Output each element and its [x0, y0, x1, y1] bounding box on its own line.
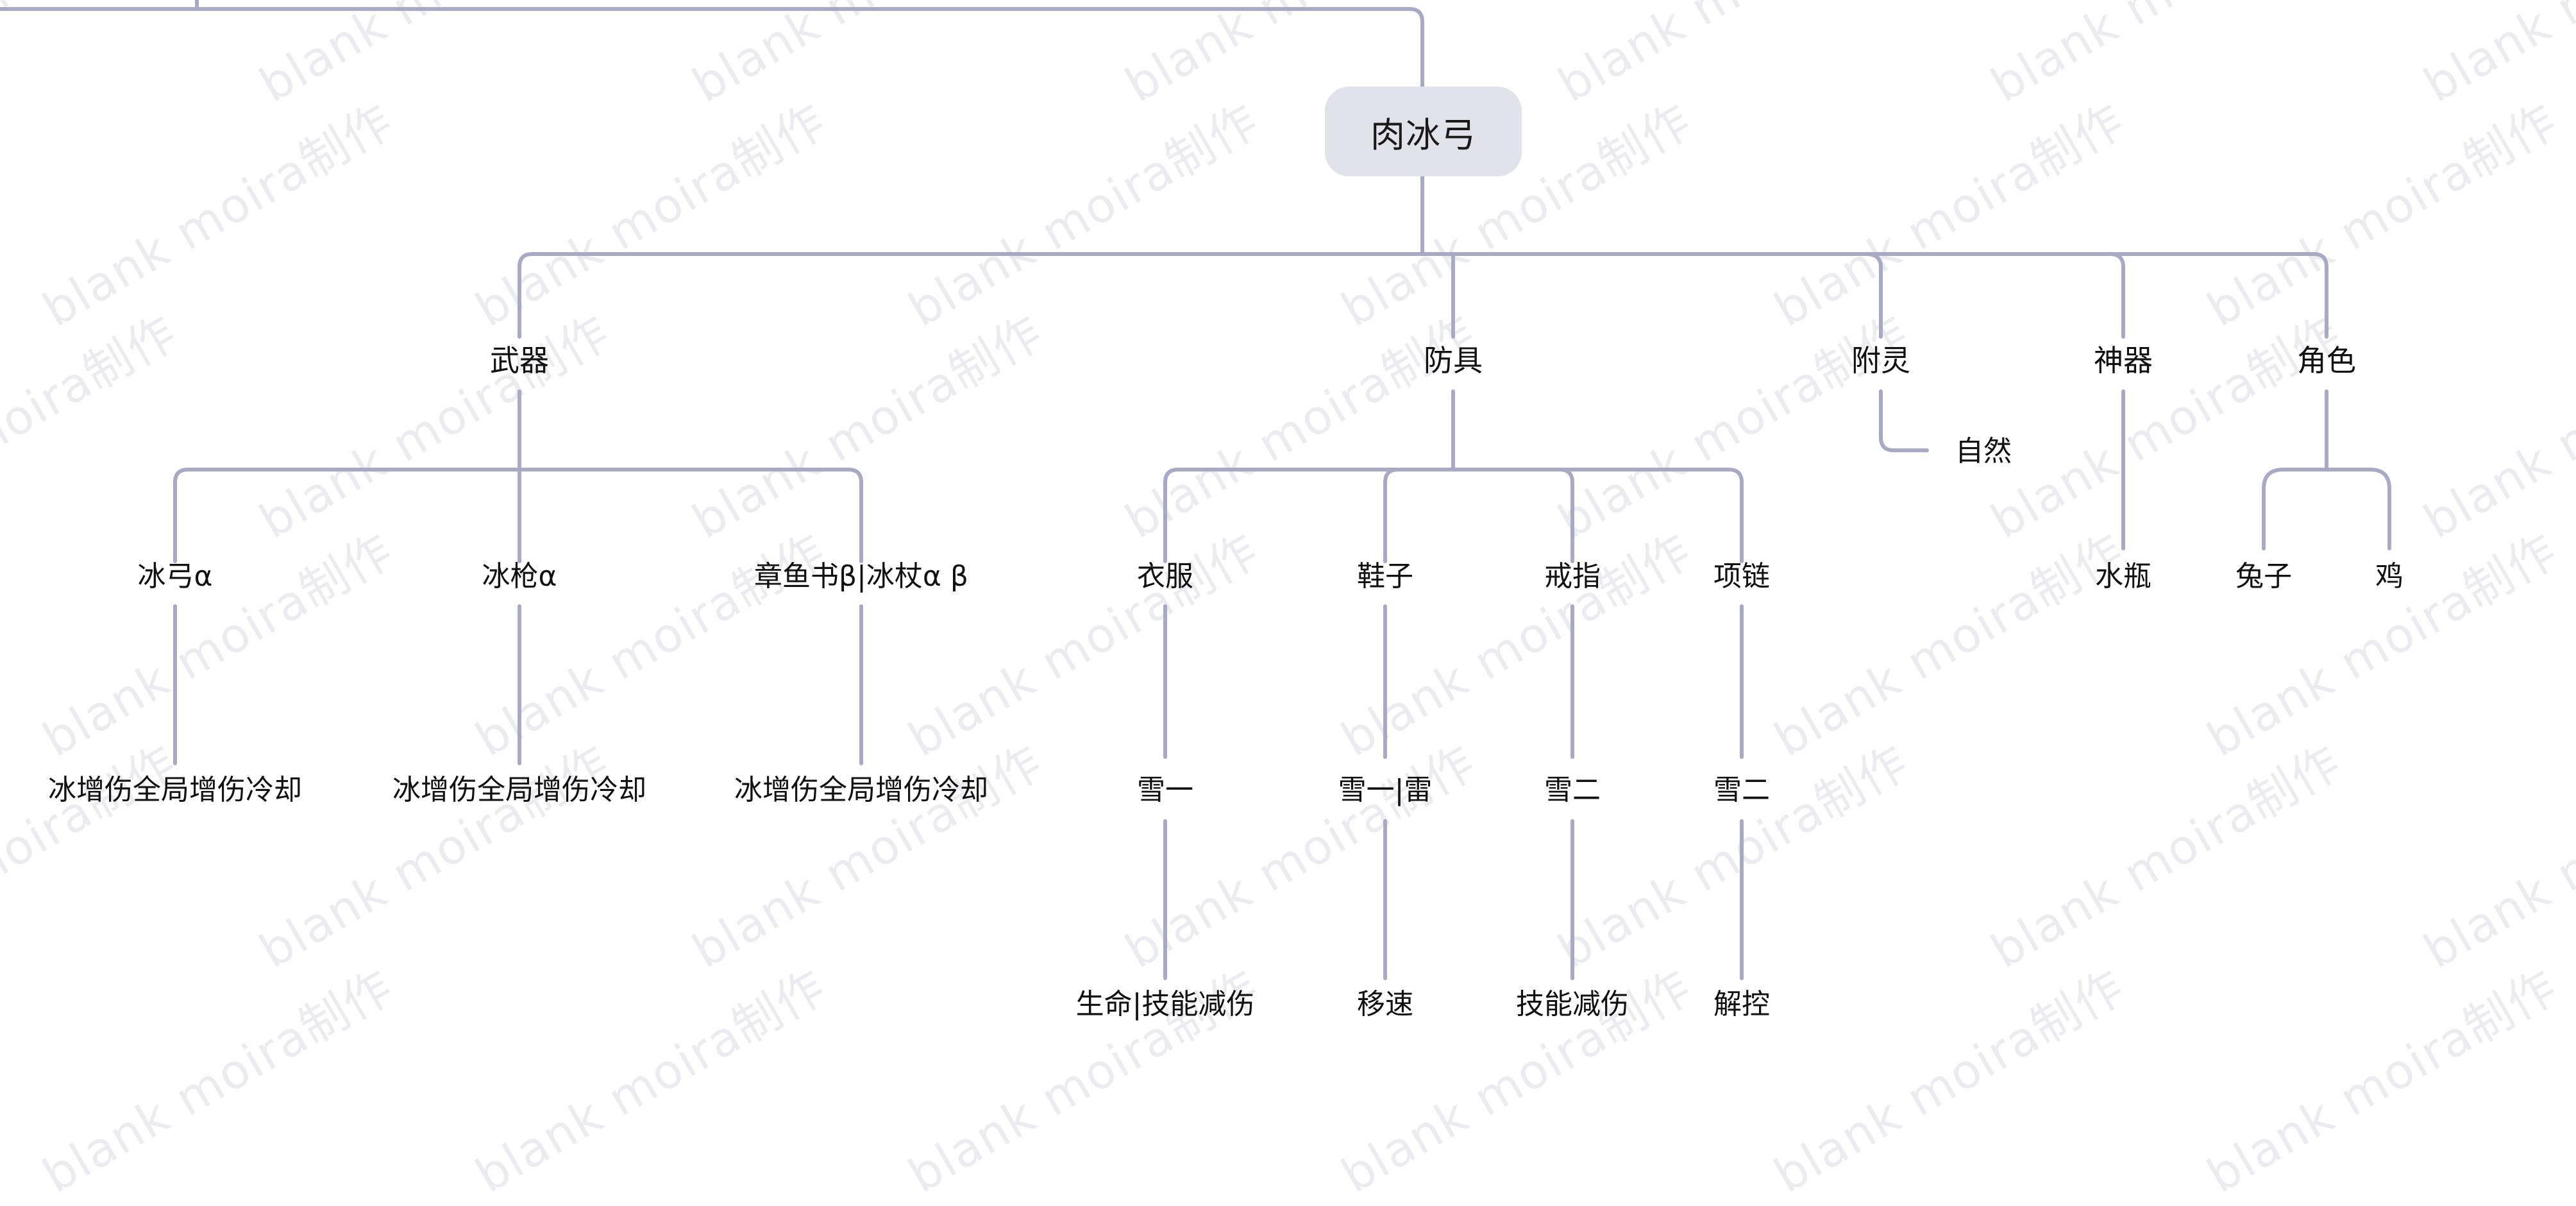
- armor-necklace[interactable]: 项链: [1713, 560, 1770, 593]
- armor-clothes-stat[interactable]: 生命|技能减伤: [1075, 988, 1255, 1021]
- armor-shoes-set[interactable]: 雪一|雷: [1338, 774, 1433, 806]
- weapon-ice-spear-stats[interactable]: 冰增伤全局增伤冷却: [392, 774, 646, 806]
- root-node[interactable]: 肉冰弓: [1325, 87, 1522, 176]
- weapon-octopus-book-stats[interactable]: 冰增伤全局增伤冷却: [734, 774, 988, 806]
- branch-weapon[interactable]: 武器: [490, 343, 549, 378]
- armor-ring-stat[interactable]: 技能减伤: [1516, 988, 1629, 1021]
- armor-ring[interactable]: 戒指: [1544, 560, 1601, 593]
- armor-clothes[interactable]: 衣服: [1137, 560, 1193, 593]
- branch-enchant[interactable]: 附灵: [1851, 343, 1910, 378]
- branch-character[interactable]: 角色: [2297, 343, 2356, 378]
- armor-shoes[interactable]: 鞋子: [1357, 560, 1413, 593]
- enchant-nature[interactable]: 自然: [1955, 435, 2012, 468]
- character-chicken[interactable]: 鸡: [2375, 560, 2403, 593]
- character-rabbit[interactable]: 兔子: [2235, 560, 2292, 593]
- armor-necklace-stat[interactable]: 解控: [1713, 988, 1770, 1021]
- armor-shoes-stat[interactable]: 移速: [1357, 988, 1413, 1021]
- armor-necklace-set[interactable]: 雪二: [1713, 774, 1770, 806]
- weapon-ice-bow-stats[interactable]: 冰增伤全局增伤冷却: [48, 774, 302, 806]
- branch-artifact[interactable]: 神器: [2094, 343, 2153, 378]
- connector-lines: [0, 0, 2391, 980]
- armor-ring-set[interactable]: 雪二: [1544, 774, 1601, 806]
- artifact-water-bottle[interactable]: 水瓶: [2095, 560, 2151, 593]
- weapon-ice-bow[interactable]: 冰弓α: [137, 560, 213, 593]
- armor-clothes-set[interactable]: 雪一: [1137, 774, 1193, 806]
- root-node-label: 肉冰弓: [1370, 114, 1476, 155]
- branch-armor[interactable]: 防具: [1424, 343, 1483, 378]
- weapon-octopus-book[interactable]: 章鱼书β|冰杖α β: [754, 560, 968, 593]
- weapon-ice-spear[interactable]: 冰枪α: [482, 560, 557, 593]
